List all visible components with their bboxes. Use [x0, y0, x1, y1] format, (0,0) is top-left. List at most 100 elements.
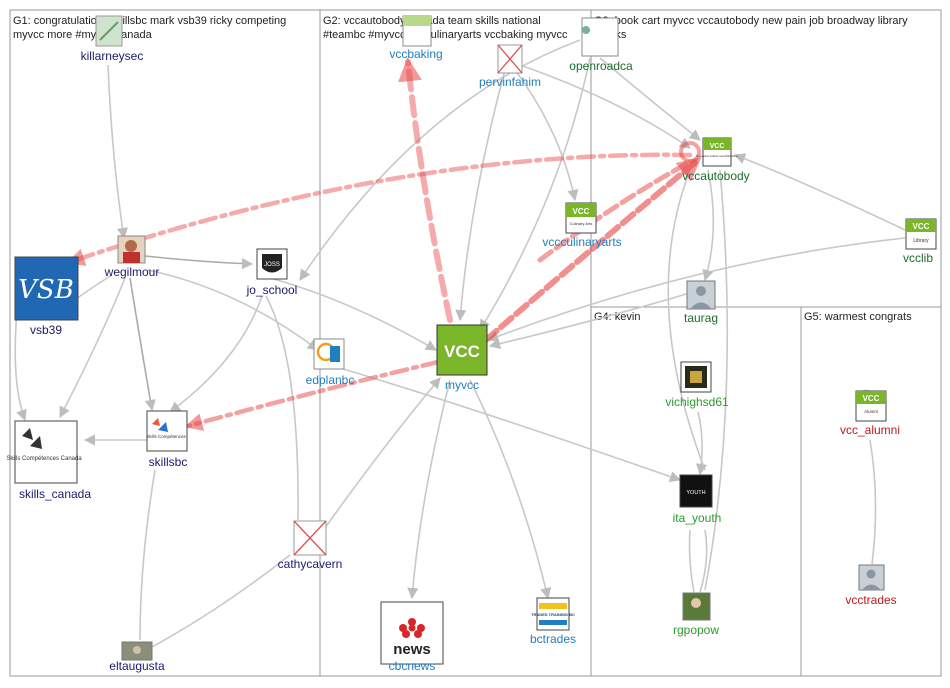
- node-label-skills_canada: skills_canada: [19, 487, 91, 501]
- node-wegilmour[interactable]: wegilmour: [104, 235, 160, 279]
- node-vichighsd61[interactable]: vichighsd61: [665, 361, 729, 409]
- node-myvcc[interactable]: VCC myvcc: [436, 324, 488, 392]
- node-edplanbc[interactable]: edplanbc: [306, 338, 355, 387]
- node-label-vichighsd61: vichighsd61: [665, 395, 729, 409]
- svg-text:Alumni: Alumni: [864, 409, 878, 414]
- node-label-rgpopow: rgpopow: [673, 623, 719, 637]
- youth-logo-icon: YOUTH: [679, 474, 713, 508]
- node-label-skillsbc: skillsbc: [149, 455, 188, 469]
- node-label-myvcc: myvcc: [445, 378, 479, 392]
- edge: [269, 277, 437, 351]
- edge: [407, 379, 451, 600]
- svg-text:Library: Library: [913, 238, 929, 244]
- node-pervinfahim[interactable]: pervinfahim: [479, 44, 541, 89]
- node-bctrades[interactable]: TRADES TRAINING BC bctrades: [530, 597, 576, 646]
- node-cbcnews[interactable]: news cbcnews: [380, 601, 444, 673]
- cbc-logo-icon: news: [380, 601, 444, 665]
- edge: [699, 529, 708, 593]
- node-vcctrades[interactable]: vcctrades: [845, 564, 897, 607]
- node-vcc_alumni[interactable]: VCC Alumni vcc_alumni: [840, 390, 900, 437]
- node-skills_canada[interactable]: Skills Compétences Canada skills_canada: [6, 420, 91, 501]
- node-eltaugusta[interactable]: eltaugusta: [109, 641, 165, 673]
- node-label-ita_youth: ita_youth: [673, 511, 722, 525]
- school-crest-icon: JOSS: [256, 248, 288, 280]
- svg-text:Automotive Collision and Refin: Automotive Collision and Refinishing: [696, 154, 739, 158]
- group-box-g3: [590, 9, 942, 308]
- svg-text:VCC: VCC: [863, 394, 880, 403]
- node-label-vcclib: vcclib: [903, 251, 933, 265]
- node-label-cbcnews: cbcnews: [389, 659, 436, 673]
- edge: [299, 39, 581, 281]
- edge: [599, 57, 701, 141]
- avatar-photo-icon: [121, 641, 153, 661]
- svg-text:news: news: [393, 641, 431, 658]
- node-vccautobody[interactable]: VCC Automotive Collision and Refinishing…: [682, 137, 750, 183]
- group-label-g1: G1: congratulations skillsbc mark vsb39 …: [13, 15, 286, 27]
- vcc-logo-icon: VCC Automotive Collision and Refinishing: [696, 137, 739, 167]
- node-rgpopow[interactable]: rgpopow: [673, 592, 719, 637]
- nodes: killarneysec wegilmour VSB vsb39 JO: [6, 15, 937, 673]
- group-label-g1-line2: myvcc more #myvcc canada: [13, 29, 153, 41]
- node-label-vccculinaryarts: vccculinaryarts: [542, 235, 621, 249]
- highlight-edges: [66, 57, 702, 431]
- edge: [149, 554, 291, 649]
- edge: [59, 277, 126, 418]
- edge: [455, 69, 506, 322]
- node-ita_youth[interactable]: YOUTH ita_youth: [673, 474, 722, 525]
- svg-text:Skills Compétences Canada: Skills Compétences Canada: [6, 456, 82, 462]
- group-labels: G1: congratulations skillsbc mark vsb39 …: [13, 15, 912, 323]
- edges: [14, 39, 906, 649]
- node-label-taurag: taurag: [684, 311, 718, 325]
- edge: [733, 153, 906, 231]
- node-jo_school[interactable]: JOSS jo_school: [246, 248, 298, 297]
- edge: [514, 69, 579, 202]
- svg-text:VCC: VCC: [444, 342, 480, 361]
- group-label-g2: G2: vccautobody canada team skills natio…: [323, 15, 541, 27]
- edge: [869, 439, 877, 565]
- missing-image-icon: [497, 44, 523, 74]
- skills-logo-icon: Skills Compétences Canada: [6, 420, 82, 484]
- edge: [265, 295, 299, 521]
- edplan-logo-icon: [313, 338, 345, 370]
- vcc-logo-icon: VCC Alumni: [855, 390, 887, 422]
- node-vccculinaryarts[interactable]: VCC Culinary Arts vccculinaryarts: [542, 202, 622, 249]
- trades-logo-icon: TRADES TRAINING BC: [531, 597, 575, 631]
- node-skillsbc[interactable]: Skills Compétences skillsbc: [146, 410, 188, 469]
- edge: [519, 64, 691, 149]
- edge: [688, 529, 695, 593]
- edge: [486, 237, 906, 342]
- node-label-vccautobody: vccautobody: [682, 169, 749, 183]
- svg-text:VCC: VCC: [710, 143, 725, 150]
- highlight-edge: [398, 57, 453, 323]
- node-cathycavern[interactable]: cathycavern: [278, 520, 343, 571]
- node-label-edplanbc: edplanbc: [306, 373, 355, 387]
- node-vccbaking[interactable]: vccbaking: [389, 15, 443, 61]
- edge: [147, 269, 319, 351]
- node-openroadca[interactable]: openroadca: [569, 17, 633, 73]
- svg-text:Skills Compétences: Skills Compétences: [146, 434, 186, 439]
- edge: [139, 469, 156, 641]
- group-box-g5: [800, 306, 942, 677]
- node-label-cathycavern: cathycavern: [278, 557, 343, 571]
- node-vcclib[interactable]: VCC Library vcclib: [903, 218, 937, 265]
- vcc-logo-icon: VCC Library: [905, 218, 937, 250]
- edge: [339, 367, 682, 482]
- avatar-photo-icon: [682, 592, 711, 621]
- node-label-vccbaking: vccbaking: [389, 47, 442, 61]
- edge: [144, 255, 254, 270]
- svg-text:YOUTH: YOUTH: [686, 490, 705, 496]
- node-taurag[interactable]: taurag: [684, 280, 718, 325]
- node-label-vcctrades: vcctrades: [845, 593, 896, 607]
- group-box-g1: [9, 9, 321, 677]
- node-killarneysec[interactable]: killarneysec: [81, 15, 144, 63]
- school-crest-icon: [680, 361, 712, 393]
- group-label-g2-line2: #teambc #myvcc vccculinaryarts vccbaking…: [323, 29, 568, 41]
- vcc-logo-icon: VCC Culinary Arts: [565, 202, 597, 234]
- svg-text:Culinary Arts: Culinary Arts: [570, 221, 593, 226]
- vsb-logo-icon: VSB: [14, 256, 79, 321]
- edge: [667, 169, 706, 471]
- group-boxes: [9, 9, 942, 677]
- node-vsb39[interactable]: VSB vsb39: [14, 256, 79, 337]
- highlight-self-loop: [679, 141, 701, 163]
